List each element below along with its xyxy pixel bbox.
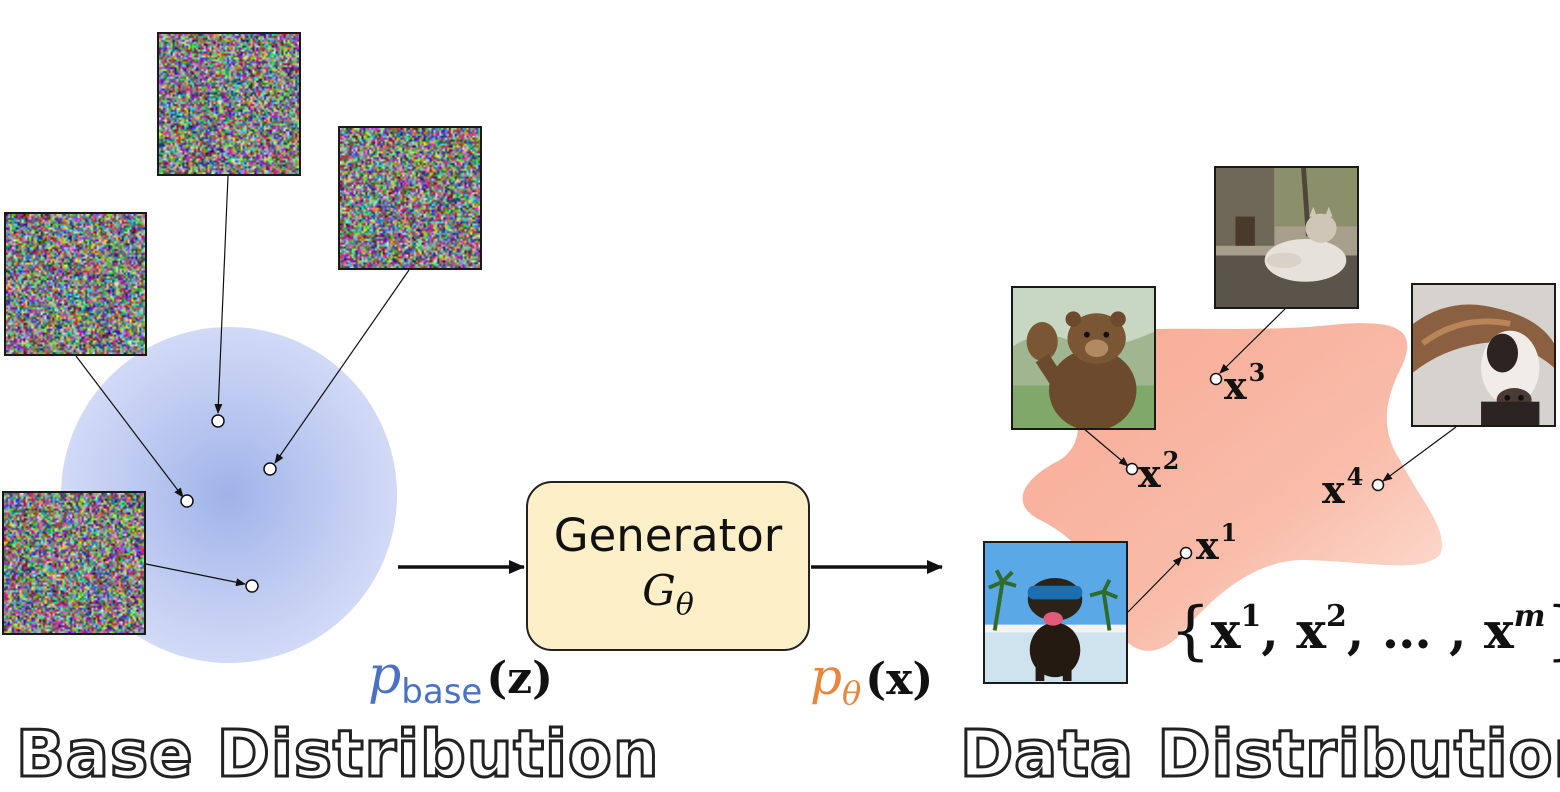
noise-image — [338, 126, 482, 270]
data-point — [1179, 546, 1193, 560]
photo-dog-sunglasses — [983, 541, 1128, 684]
generator-label: Generator — [553, 509, 783, 562]
sample-label-1: x1 — [1196, 518, 1238, 568]
sample-label-4: x4 — [1322, 462, 1364, 512]
model-density-label: pθ(x) — [810, 648, 934, 712]
data-point — [1209, 372, 1223, 386]
data-point — [1371, 478, 1385, 492]
photo-bear — [1011, 286, 1156, 430]
title-data-distribution: Data Distribution — [958, 717, 1560, 792]
dataset-set: {x1, x2, … , xm} — [1170, 594, 1560, 668]
photo-arrow — [1082, 427, 1129, 467]
title-base-distribution: Base Distribution — [14, 717, 660, 792]
latent-point — [245, 579, 259, 593]
noise-image — [157, 32, 301, 176]
latent-point — [263, 462, 277, 476]
noise-arrow — [214, 175, 229, 414]
noise-image — [2, 491, 146, 635]
photo-arrow — [1382, 426, 1457, 482]
sample-label-2: x2 — [1138, 446, 1180, 496]
noise-arrow — [145, 563, 246, 587]
photo-arrow — [1219, 306, 1288, 374]
latent-point — [180, 494, 194, 508]
data-point — [1125, 462, 1139, 476]
generator-box: Generator Gθ — [526, 481, 810, 651]
sample-label-3: x3 — [1224, 358, 1266, 408]
base-density-label: pbase(z) — [368, 646, 553, 712]
noise-arrow — [75, 355, 184, 498]
photo-arrow — [1127, 556, 1183, 613]
photo-cow — [1411, 283, 1556, 427]
noise-image — [4, 212, 147, 356]
photo-cat — [1214, 166, 1359, 309]
generator-symbol: Gθ — [642, 566, 694, 623]
noise-arrow — [274, 269, 410, 464]
latent-point — [211, 414, 225, 428]
